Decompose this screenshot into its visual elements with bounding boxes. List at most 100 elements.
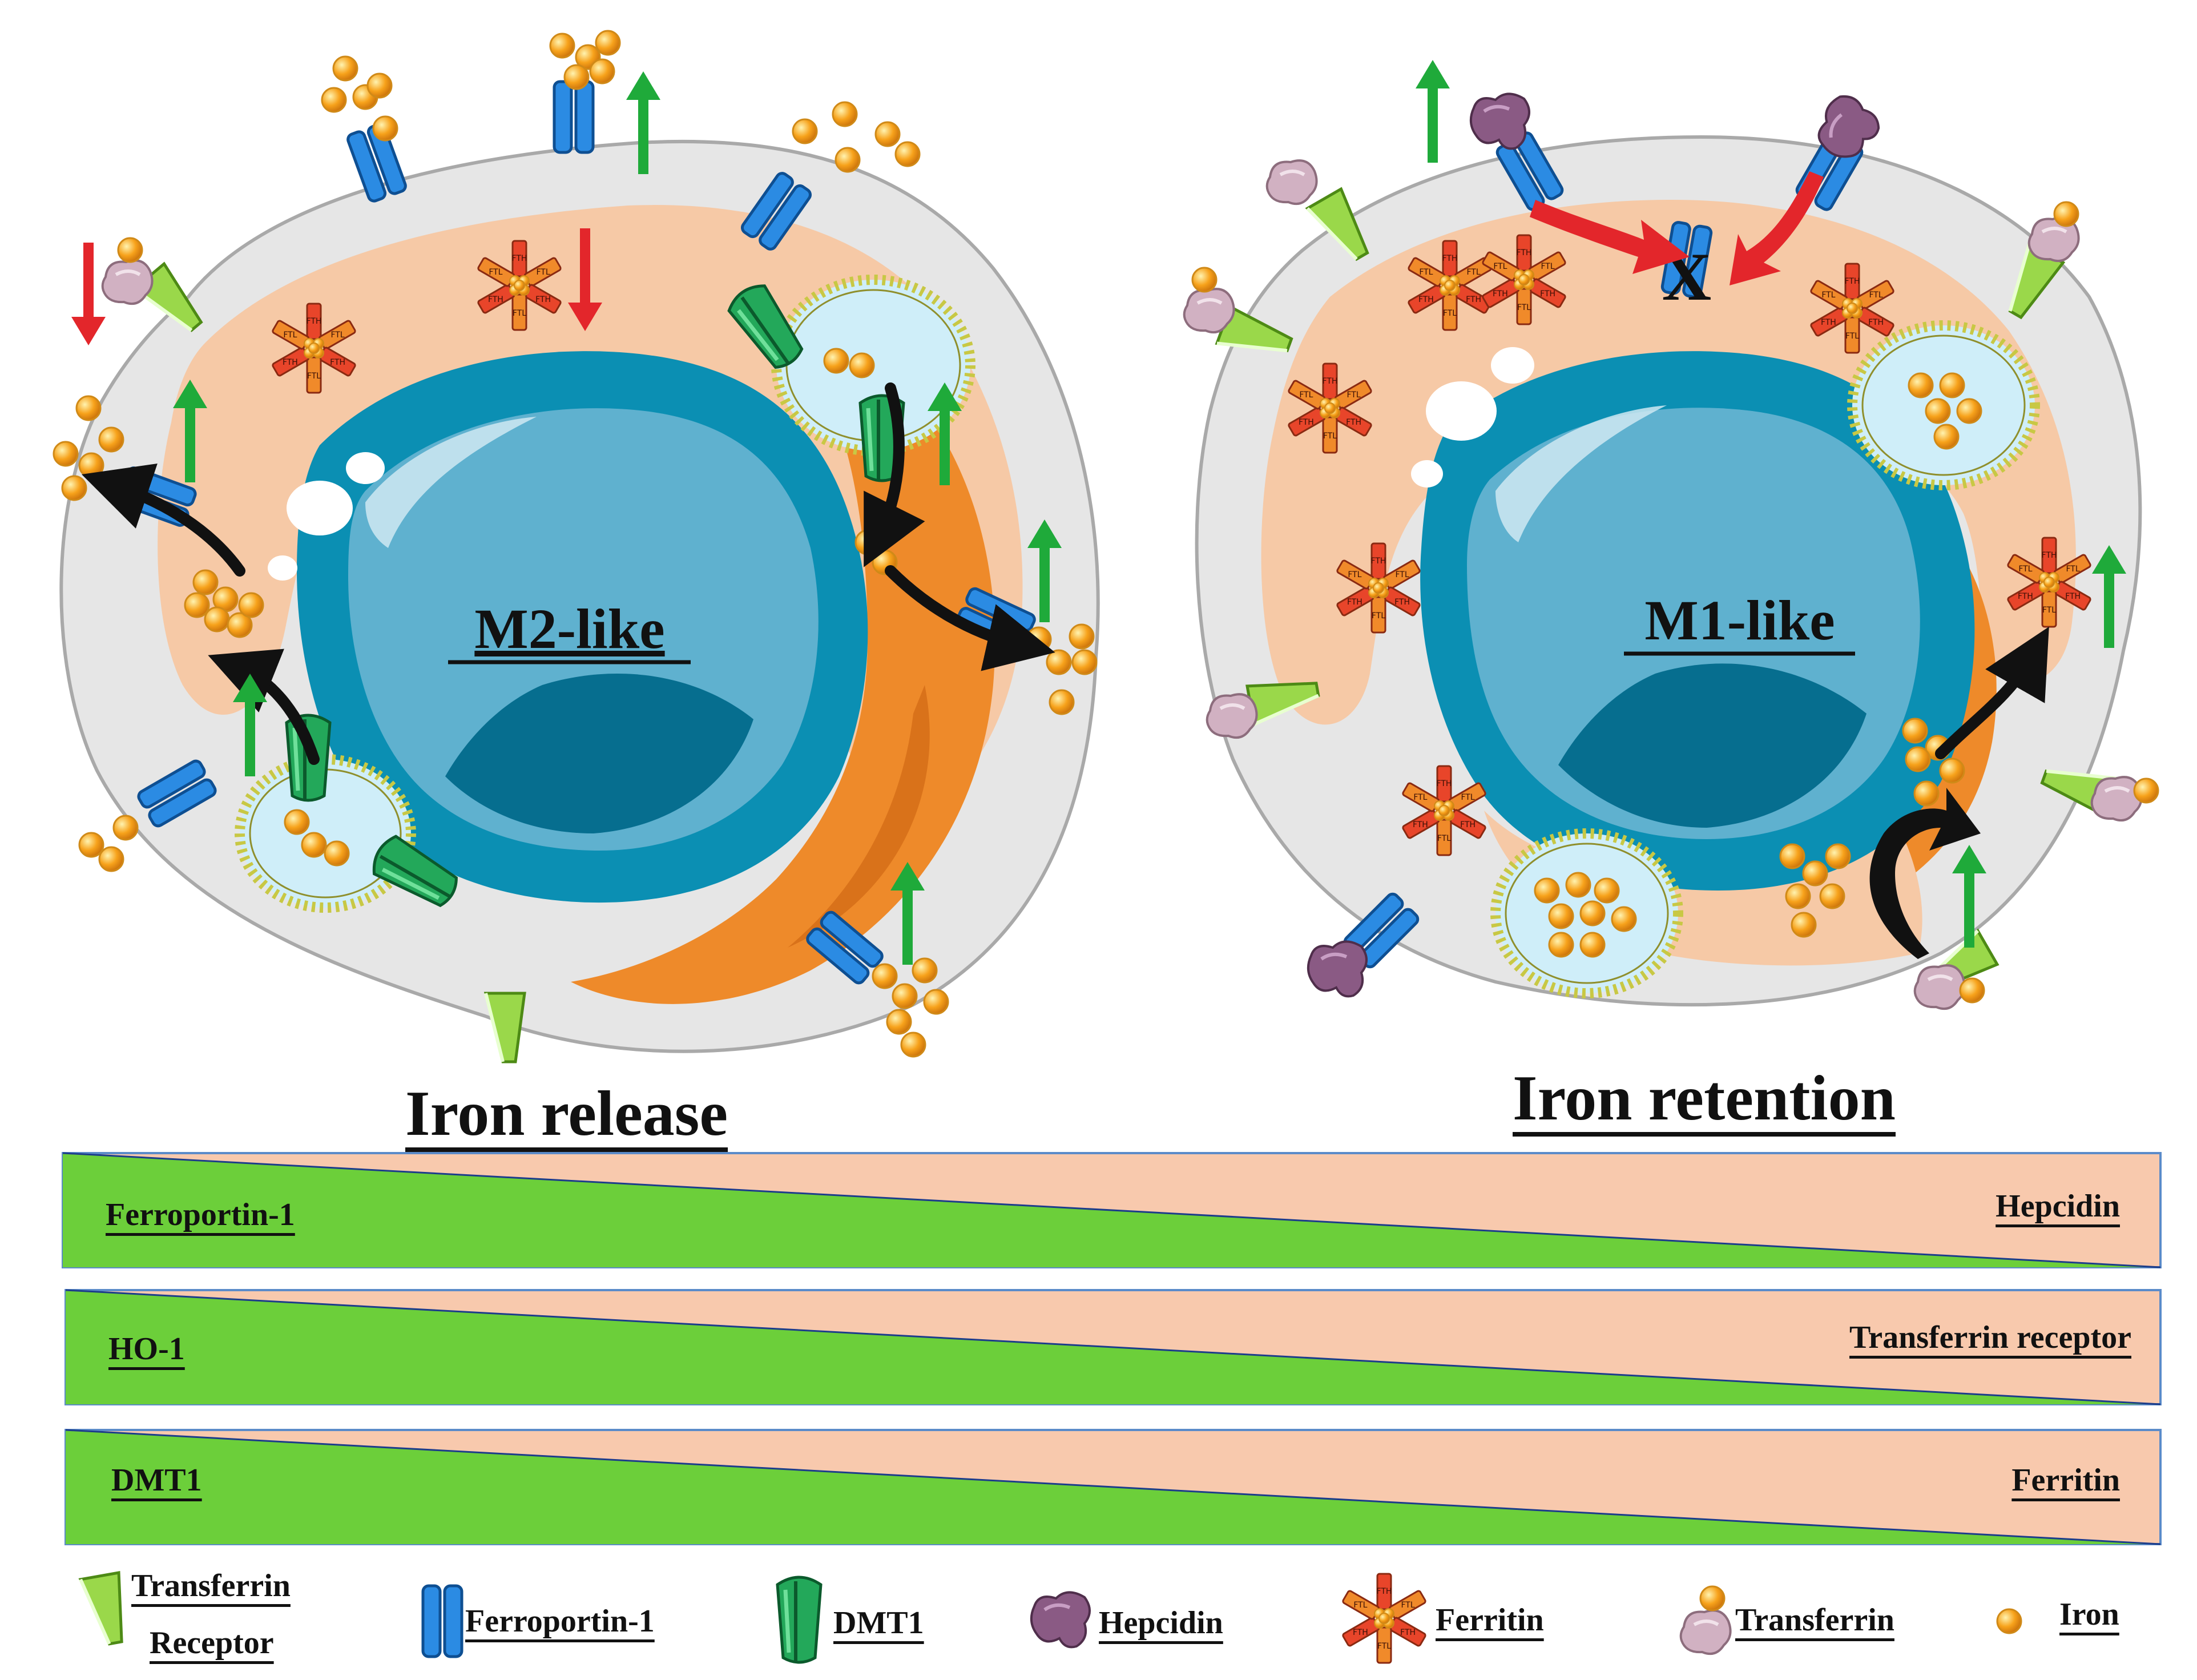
m2-er-stripe — [788, 685, 930, 948]
ferritin-subunit-label: FTL — [1443, 309, 1457, 318]
legend-transferrin-receptor-line2: Receptor — [150, 1625, 274, 1661]
legend-icons — [80, 1573, 2022, 1663]
m2-nucleus-dark — [445, 674, 753, 833]
ferritin-subunit-label: FTH — [1394, 598, 1410, 607]
ferritin-subunit-label: FTL — [283, 331, 297, 340]
transferrin — [103, 260, 152, 304]
iron-atom — [301, 832, 327, 858]
legend-dmt1-icon — [777, 1577, 821, 1662]
ferritin-subunit-label: FTL — [489, 268, 502, 277]
ferritin-subunit-label: FTL — [307, 372, 321, 381]
iron-atom — [823, 348, 849, 374]
m1-iron-flow-arrows — [1869, 626, 2049, 959]
iron-release-title: Iron release — [405, 1078, 728, 1149]
hepcidin-degradation-arrows — [1530, 171, 1824, 285]
iron-atom — [849, 352, 875, 378]
legend-ferritin-label: Ferritin — [1436, 1602, 1544, 1638]
legend-transferrin-receptor-line1: Transferrin — [131, 1568, 291, 1604]
iron-atom — [117, 237, 143, 263]
legend-hepcidin-label: Hepcidin — [1099, 1605, 1223, 1641]
hepcidin — [1471, 94, 1529, 148]
ferritin-subunit-label: FTL — [1845, 332, 1859, 341]
legend-ferroportin-icon — [423, 1586, 462, 1657]
iron-retention-title: Iron retention — [1513, 1063, 1896, 1134]
iron-atom — [238, 592, 264, 618]
bar3-right-label: Ferritin — [2011, 1463, 2120, 1498]
ferritin-subunit-label: FTL — [1396, 570, 1409, 579]
transferrin — [2092, 777, 2142, 820]
ferritin-subunit-label: FTL — [1517, 303, 1531, 312]
ferritin-subunit-label: FTL — [1821, 291, 1835, 300]
ferritin-subunit-label: FTL — [513, 309, 526, 318]
iron-atom — [284, 809, 310, 835]
ferritin-subunit-label: FTL — [1347, 390, 1361, 400]
ferritin-subunit-label: FTH — [1346, 418, 1361, 427]
ferritin-subunit-label: FTL — [2066, 565, 2080, 574]
ferritin-subunit-label: FTL — [1541, 262, 1555, 271]
legend-transferrin-receptor-icon — [80, 1573, 131, 1647]
transferrin — [1207, 694, 1257, 738]
ferritin-subunit-label: FTH — [1353, 1628, 1368, 1637]
ferritin-subunit-label: FTH — [1821, 318, 1836, 327]
ferritin-subunit-label: FTL — [537, 268, 550, 277]
ferritin-subunit-label: FTH — [1460, 820, 1476, 829]
ferritin-subunit-label: FTL — [1413, 793, 1427, 802]
ferritin-subunit-label: FTL — [1348, 570, 1361, 579]
m1-endoplasmic-reticulum-light — [1261, 200, 2076, 725]
legend-iron-label: Iron — [2059, 1597, 2119, 1632]
up-arrow — [1416, 60, 1450, 163]
ferritin-subunit-label: FTH — [1442, 254, 1458, 263]
ferritin-subunit-label: FTH — [307, 317, 322, 326]
ferritin-subunit-label: FTL — [1323, 432, 1337, 441]
transferrin — [1915, 965, 1965, 1009]
ferritin-subunit-label: FTL — [1401, 1601, 1415, 1610]
bar2-right-label: Transferrin receptor — [1849, 1320, 2131, 1355]
m2-iron-flow-arrows — [82, 382, 1055, 765]
ferritin-subunit-label: FTH — [488, 295, 503, 304]
ferritin-subunit-label: FTH — [1540, 289, 1555, 299]
bar2-left-label: HO-1 — [108, 1331, 185, 1367]
iron-atom — [1959, 977, 1985, 1004]
ferritin-subunit-label: FTH — [2018, 592, 2033, 601]
down-arrow — [71, 243, 106, 345]
ferritin-subunit-label: FTL — [1869, 291, 1883, 300]
iron-atom — [192, 569, 219, 595]
ferroportin-1 — [554, 82, 593, 152]
ferritin-subunit-label: FTH — [1466, 295, 1481, 304]
ferritin-subunit-label: FTH — [1845, 277, 1860, 286]
ferritin-subunit-label: FTH — [1868, 318, 1884, 327]
iron-atom — [1191, 267, 1218, 293]
ferritin-subunit-label: FTL — [2042, 606, 2056, 615]
legend-ferroportin-label: Ferroportin-1 — [465, 1604, 655, 1639]
m2-vesicles-white — [268, 452, 385, 581]
m1-vesicles-white — [1411, 347, 1534, 488]
m1-nucleus-highlight — [1495, 405, 1667, 542]
ferritin-subunit-label: FTH — [330, 358, 345, 367]
ferritin-subunit-label: FTH — [1299, 418, 1314, 427]
m1-like-label: M1-like — [1644, 589, 1835, 652]
ferritin-subunit-label: FTL — [1372, 611, 1385, 621]
ferritin-subunit-label: FTH — [2042, 551, 2057, 560]
m2-macrophage: M2-like — [53, 30, 1100, 1062]
m1-macrophage: X — [1184, 60, 2159, 1009]
ferritin-subunit-label: FTH — [1371, 557, 1386, 566]
ferritin-subunit-label: FTH — [1517, 248, 1532, 257]
m2-like-label: M2-like — [474, 597, 664, 660]
legend-hepcidin-icon — [1031, 1592, 1090, 1647]
gradient-bars — [62, 1152, 2162, 1545]
iron-atom — [2133, 777, 2159, 804]
ferritin-subunit-label: FTL — [1419, 268, 1433, 277]
gradient-bar-3 — [65, 1429, 2162, 1545]
ferritin-subunit-label: FTH — [512, 254, 527, 263]
ferritin-subunit-label: FTH — [1493, 289, 1508, 299]
bar3-left-label: DMT1 — [111, 1463, 202, 1498]
ferritin-subunit-label: FTL — [331, 331, 345, 340]
legend-iron-icon — [1996, 1608, 2022, 1634]
iron-atom — [2053, 201, 2079, 227]
iron-atom — [204, 606, 230, 632]
ferritin-subunit-label: FTH — [1377, 1587, 1392, 1596]
gradient-bar-2 — [65, 1289, 2162, 1405]
m2-nucleus-highlight — [365, 417, 537, 548]
ferritin-subunit-label: FTL — [1377, 1642, 1391, 1651]
